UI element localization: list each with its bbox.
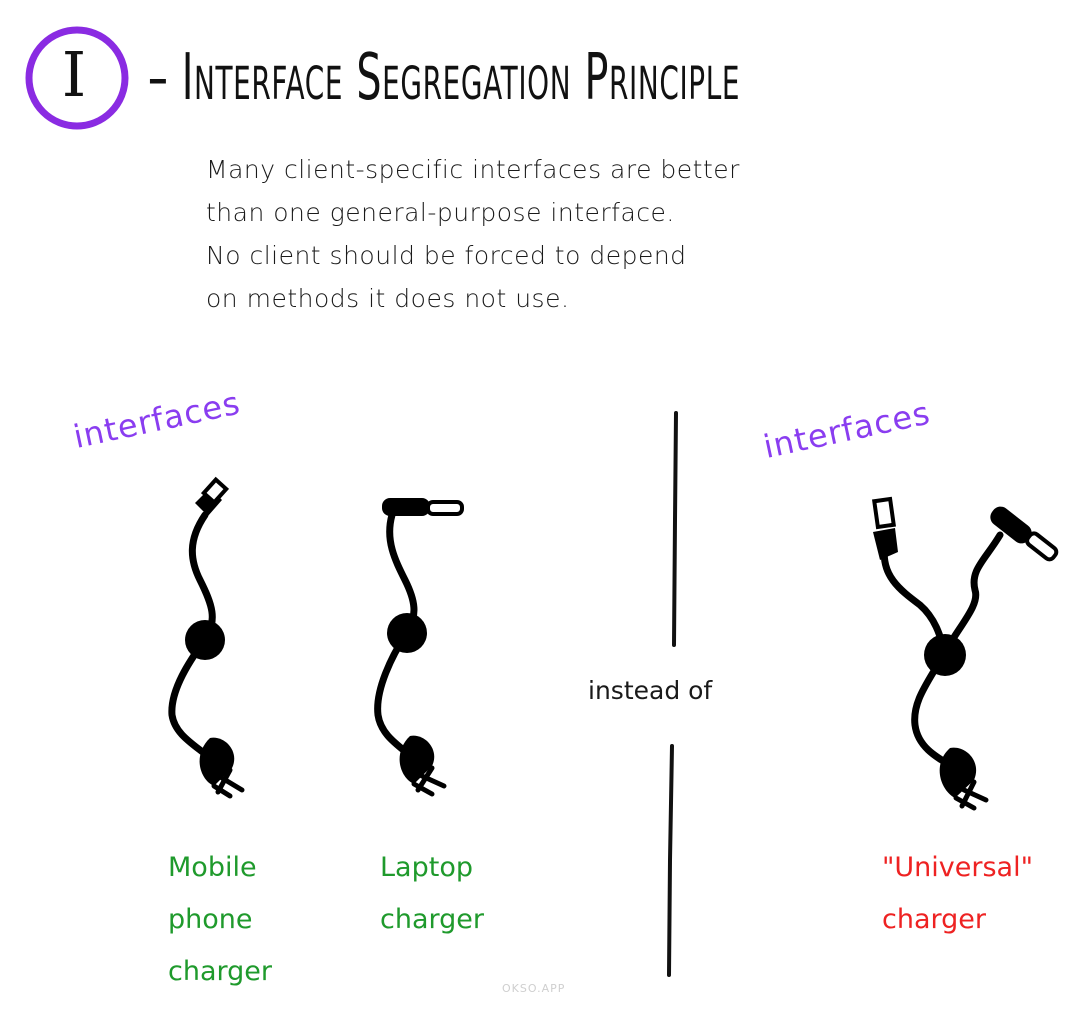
title-letter: I [61,38,87,111]
caption-line: charger [380,904,484,935]
caption-line: phone [168,904,253,935]
wall-plug-icon [199,737,235,786]
caption-mobile-phone-charger: Mobile phone charger [168,842,272,998]
definition-line: than one general-purpose interface. [206,198,675,227]
barrel-plug-icon [990,506,1032,544]
caption-line: Mobile [168,852,257,883]
divider-bottom [667,744,674,977]
page-title: – Interface Segregation Principle [148,41,741,115]
wall-plug-icon [939,747,977,798]
barrel-plug-icon [382,498,430,516]
universal-charger-cable [872,496,1059,811]
laptop-charger-cable [374,498,464,797]
title-circle [25,26,129,130]
principle-definition: Many client-specific interfaces are bett… [206,148,866,320]
caption-line: "Universal" [882,852,1034,883]
definition-line: No client should be forced to depend [206,241,687,270]
caption-line: Laptop [380,852,473,883]
footer-credit: OKSO.APP [502,982,566,995]
caption-universal-charger: "Universal" charger [882,842,1033,946]
caption-line: charger [168,956,272,987]
caption-line: charger [882,904,986,935]
definition-line: Many client-specific interfaces are bett… [206,155,740,184]
mobile-charger-cable [168,476,245,799]
definition-line: on methods it does not use. [206,284,570,313]
usb-plug-icon [873,528,898,560]
wall-plug-icon [399,735,435,784]
instead-of-label: instead of [588,676,713,705]
caption-laptop-charger: Laptop charger [380,842,484,946]
divider-top [672,411,678,647]
